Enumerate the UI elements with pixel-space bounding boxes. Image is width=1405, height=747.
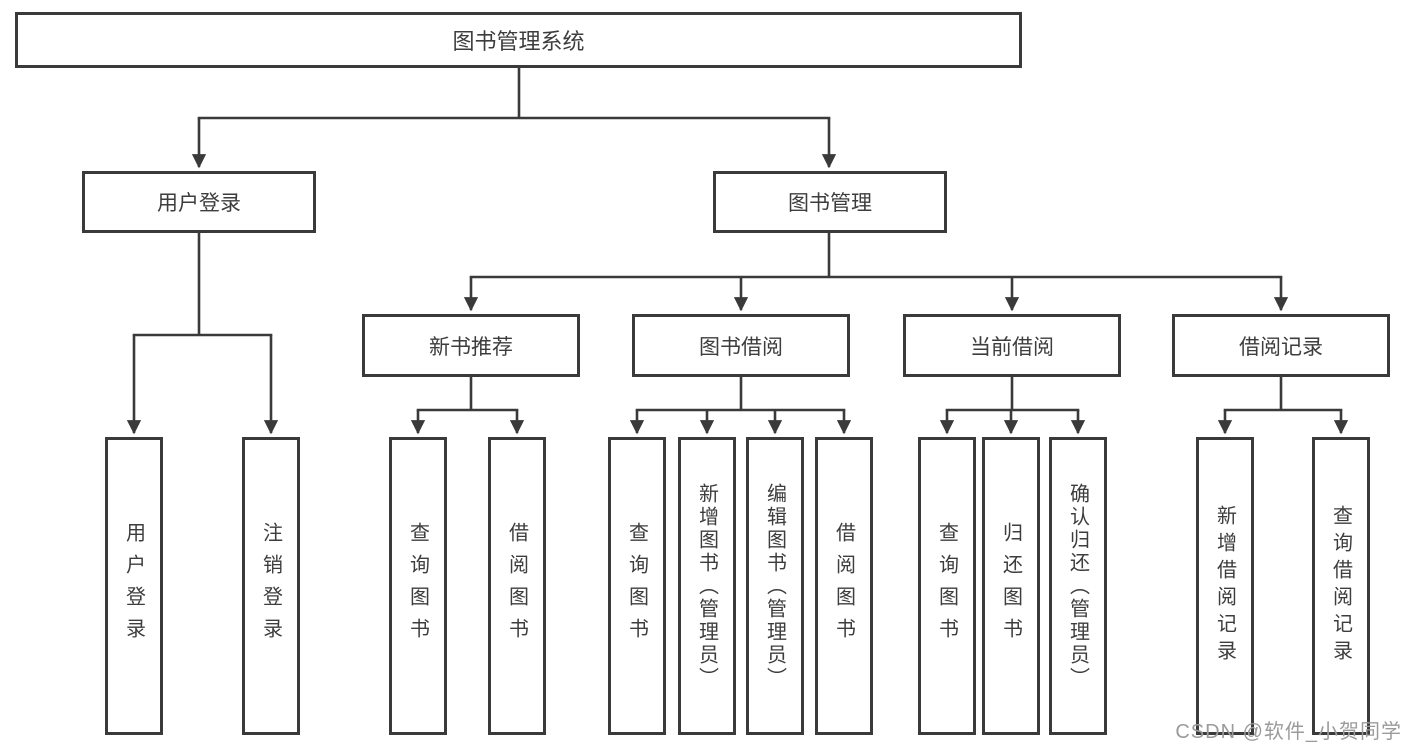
node-label: 当前借阅 <box>970 335 1054 359</box>
node-label: 图书管理 <box>788 192 872 215</box>
node-label: 用户登录 <box>122 522 145 650</box>
leaf-edit-book-admin: 编辑图书（管理员） <box>746 437 804 735</box>
node-borrow-records: 借阅记录 <box>1172 314 1390 377</box>
node-label: 用户登录 <box>157 192 241 215</box>
node-label: 查询图书 <box>625 522 648 650</box>
leaf-query-books-current: 查询图书 <box>918 437 976 735</box>
node-user-login: 用户登录 <box>82 171 316 233</box>
leaf-borrow-books-recommend: 借阅图书 <box>488 437 546 735</box>
leaf-query-books-borrow: 查询图书 <box>608 437 666 735</box>
node-current-borrow: 当前借阅 <box>903 314 1121 377</box>
node-book-management: 图书管理 <box>713 171 947 233</box>
node-label: 借阅图书 <box>505 522 528 650</box>
node-label: 新增借阅记录 <box>1213 505 1236 667</box>
node-library-management-system: 图书管理系统 <box>15 12 1022 68</box>
node-label: 新书推荐 <box>429 335 513 359</box>
node-label: 查询借阅记录 <box>1329 505 1352 667</box>
leaf-borrow-books: 借阅图书 <box>815 437 873 735</box>
node-label: 确认归还（管理员） <box>1066 482 1089 690</box>
leaf-add-borrow-record: 新增借阅记录 <box>1196 437 1254 735</box>
node-label: 查询图书 <box>406 522 429 650</box>
node-new-book-recommend: 新书推荐 <box>362 314 580 377</box>
node-label: 归还图书 <box>999 522 1022 650</box>
leaf-add-book-admin: 新增图书（管理员） <box>678 437 736 735</box>
leaf-query-borrow-record: 查询借阅记录 <box>1312 437 1370 735</box>
leaf-user-login: 用户登录 <box>105 437 163 735</box>
node-label: 新增图书（管理员） <box>695 482 718 690</box>
leaf-return-book: 归还图书 <box>982 437 1040 735</box>
leaf-logout: 注销登录 <box>242 437 300 735</box>
node-label: 借阅图书 <box>832 522 855 650</box>
node-label: 借阅记录 <box>1239 335 1323 359</box>
leaf-confirm-return-admin: 确认归还（管理员） <box>1049 437 1107 735</box>
node-book-borrow: 图书借阅 <box>632 314 850 377</box>
node-label: 图书借阅 <box>699 335 783 359</box>
node-label: 注销登录 <box>259 522 282 650</box>
node-label: 编辑图书（管理员） <box>763 482 786 690</box>
node-label: 查询图书 <box>935 522 958 650</box>
leaf-query-books-recommend: 查询图书 <box>389 437 447 735</box>
watermark: CSDN @软件_小贺同学 <box>1175 721 1402 743</box>
node-label: 图书管理系统 <box>452 29 585 54</box>
